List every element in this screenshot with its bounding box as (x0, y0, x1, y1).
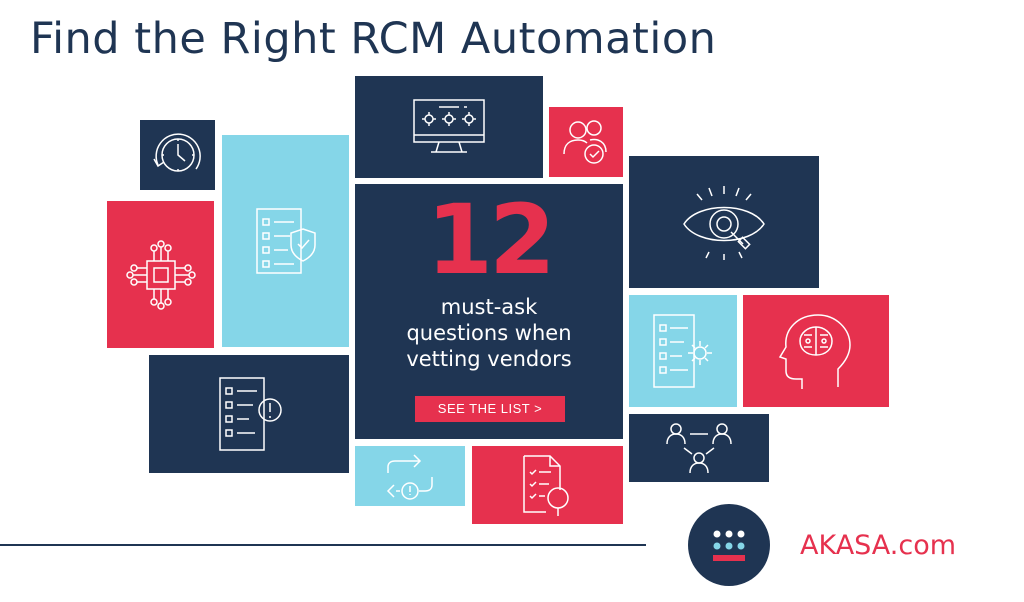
team-network-icon (666, 423, 732, 474)
ai-head-tile (743, 295, 889, 407)
monitor-settings-icon (413, 99, 485, 153)
promo-number: 12 (426, 184, 556, 296)
divider-line (0, 544, 646, 546)
eye-search-icon (683, 186, 765, 260)
monitor-tile (355, 76, 543, 178)
page-title: Find the Right RCM Automation (30, 14, 717, 64)
document-search-tile (472, 446, 623, 524)
promo-panel: 12 must-ask questions when vetting vendo… (355, 184, 623, 439)
see-the-list-button[interactable]: SEE THE LIST > (415, 396, 565, 422)
refresh-tile (355, 446, 465, 506)
brand-link[interactable]: AKASA.com (800, 530, 957, 561)
users-tile (549, 107, 623, 177)
chip-tile (107, 201, 214, 348)
promo-line-2: questions when (406, 321, 572, 345)
chip-icon (125, 239, 196, 310)
promo-subtitle: must-ask questions when vetting vendors (355, 294, 623, 372)
checklist-gear-tile (629, 295, 737, 407)
akasa-logo (688, 504, 770, 586)
checklist-alert-tile (149, 355, 349, 473)
akasa-logo-icon (713, 530, 745, 561)
refresh-alert-icon (386, 454, 433, 500)
ai-head-icon (778, 314, 851, 389)
document-search-icon (522, 455, 569, 516)
checklist-shield-tile (222, 135, 349, 347)
promo-line-3: vetting vendors (406, 347, 572, 371)
team-tile (629, 414, 769, 482)
users-check-icon (563, 120, 607, 164)
clock-icon (152, 133, 201, 172)
clock-tile (140, 120, 215, 190)
eye-tile (629, 156, 819, 288)
promo-line-1: must-ask (440, 295, 538, 319)
checklist-gear-icon (653, 314, 712, 388)
checklist-alert-icon (219, 377, 282, 451)
checklist-shield-icon (255, 208, 316, 274)
